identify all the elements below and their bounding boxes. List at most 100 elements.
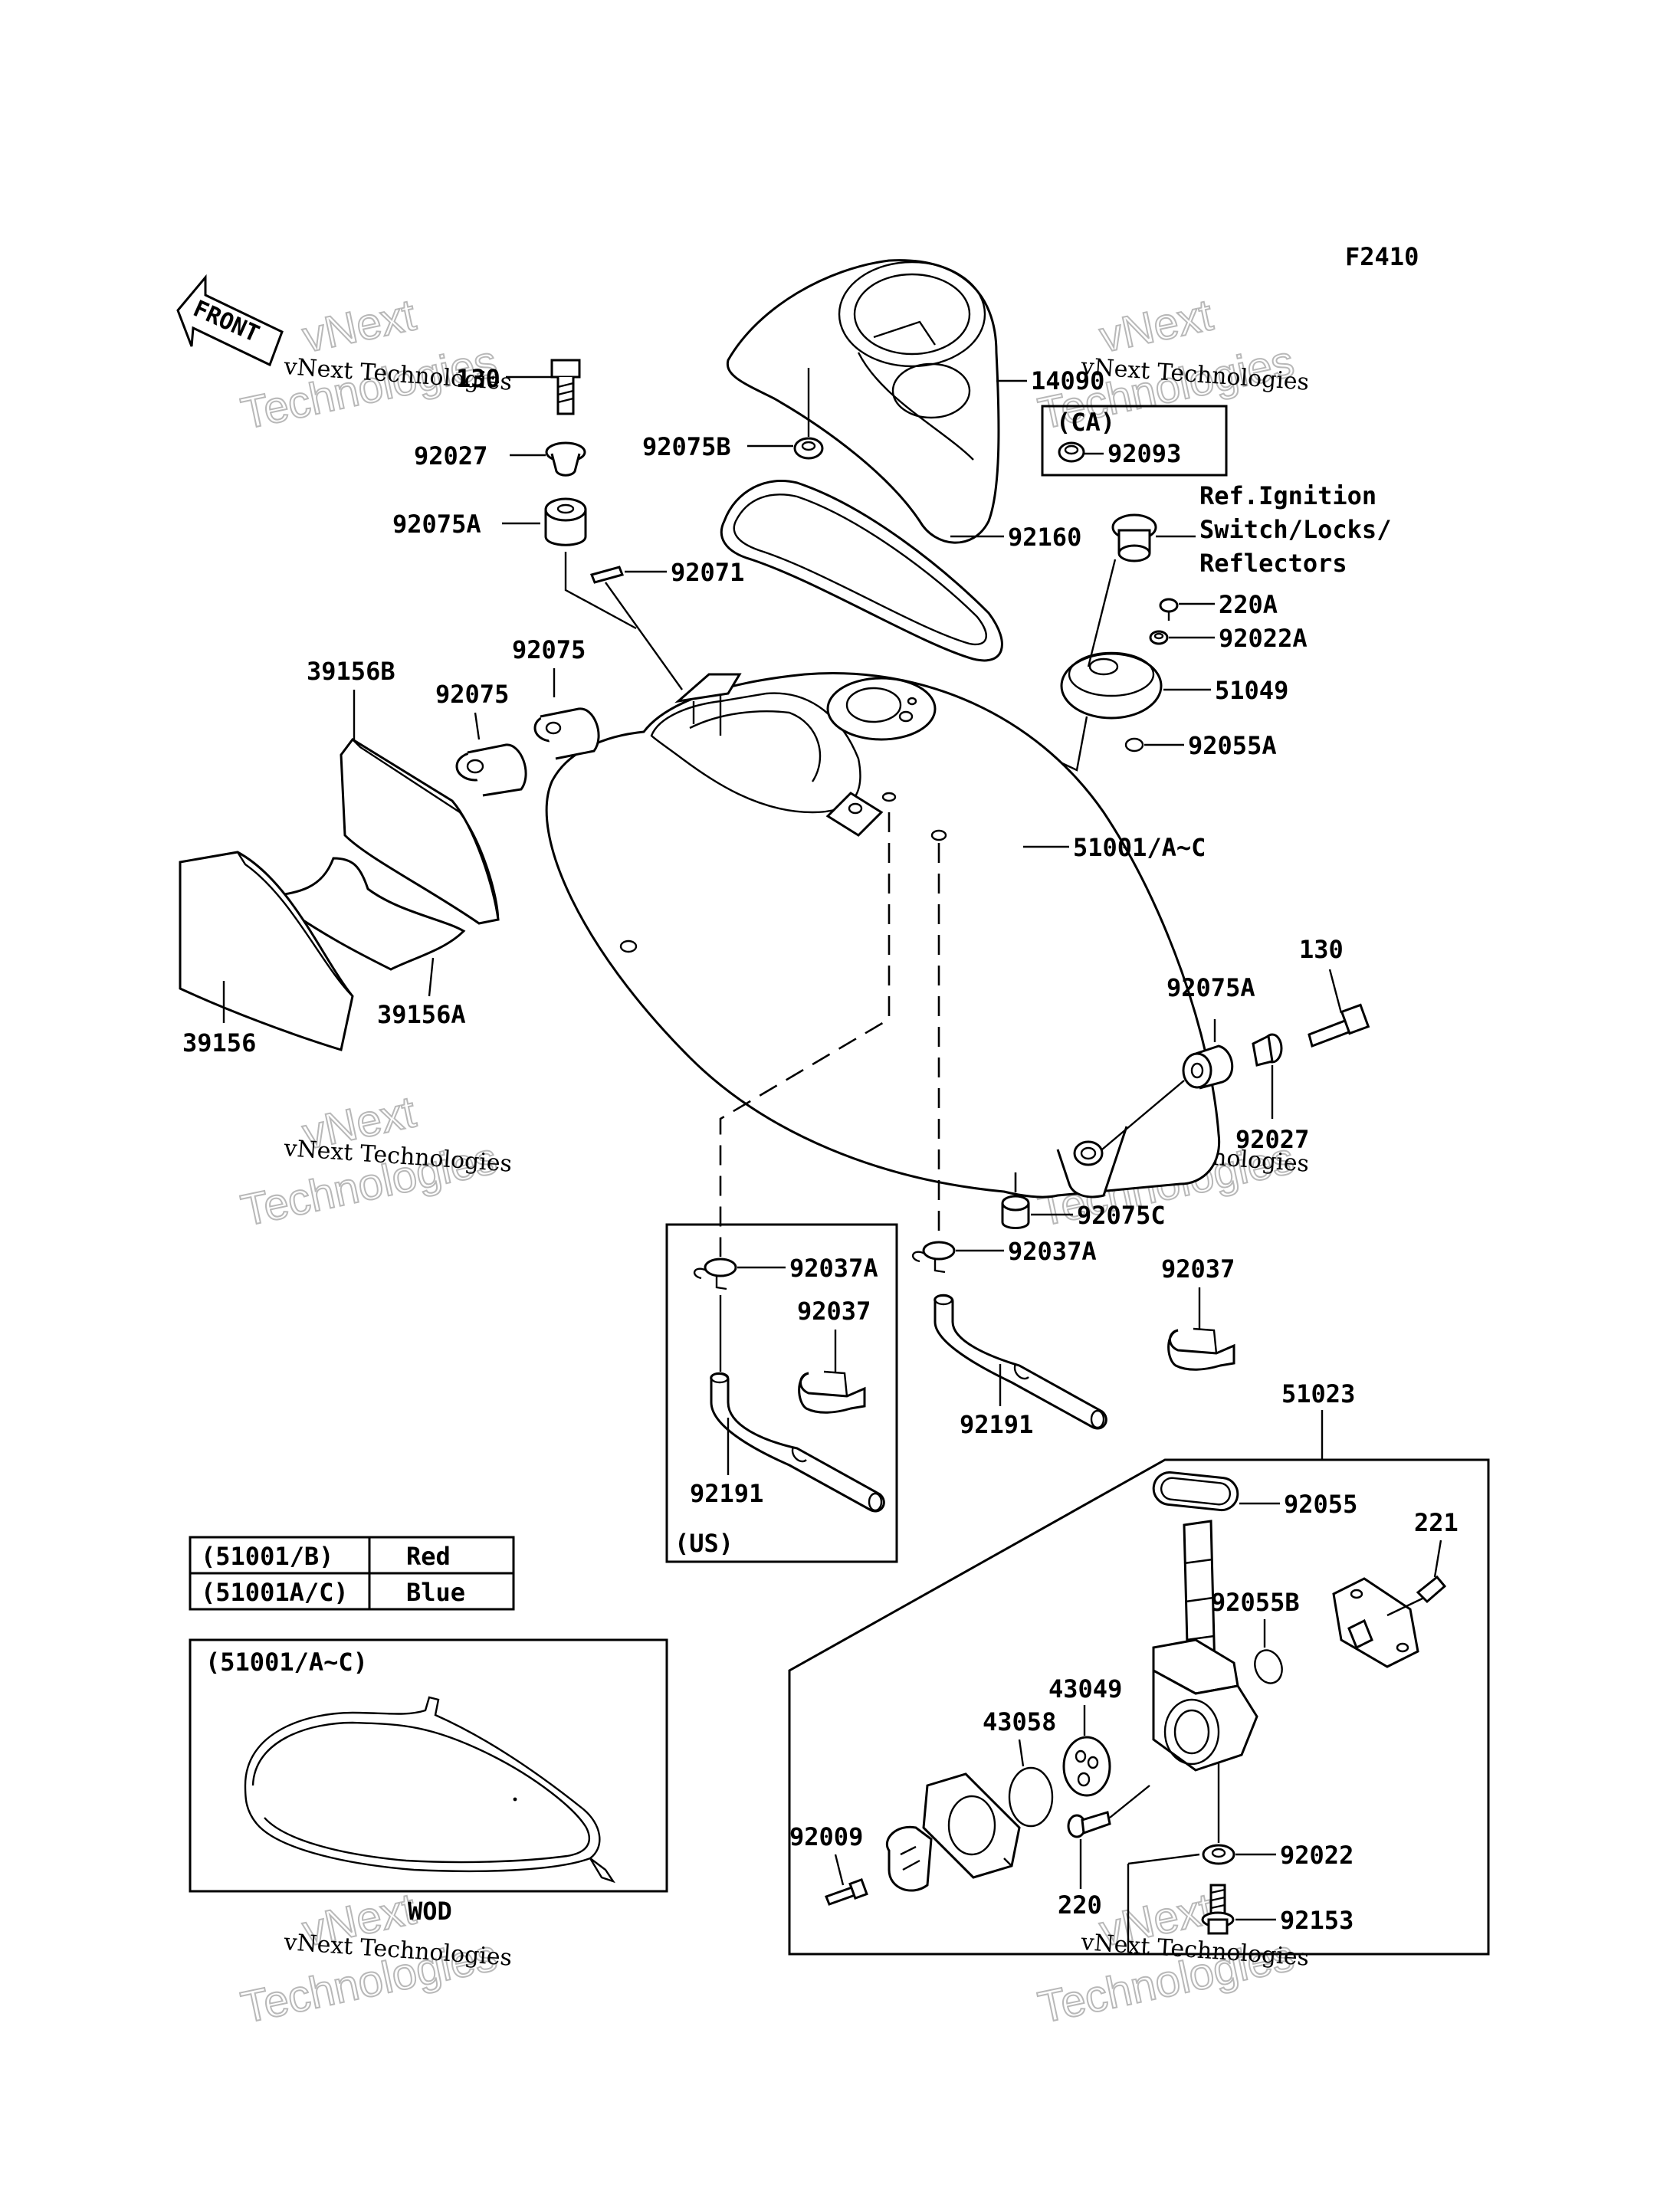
gasket-92055-part (1152, 1471, 1239, 1512)
color-table-code-2: (51001A/C) (201, 1578, 349, 1607)
damper-92075a-right-part (1182, 1044, 1234, 1090)
o-ring-43058-part (1008, 1766, 1054, 1828)
label-92153: 92153 (1280, 1906, 1354, 1935)
label-92027-right: 92027 (1235, 1125, 1309, 1154)
color-table-color-1: Red (406, 1542, 451, 1571)
ref-note-line1: Ref.Ignition (1199, 481, 1376, 510)
us-label: (US) (674, 1529, 733, 1558)
label-51023: 51023 (1281, 1379, 1355, 1408)
clamp-92037a-left-part (693, 1258, 737, 1290)
label-92055a: 92055A (1188, 731, 1277, 760)
label-39156b: 39156B (307, 657, 395, 686)
lever-knob-part (886, 1825, 933, 1892)
label-92027-top: 92027 (414, 441, 487, 471)
label-92037-right: 92037 (1161, 1254, 1235, 1284)
label-92191-right: 92191 (960, 1410, 1033, 1439)
o-ring-92055a-part (1124, 737, 1144, 753)
screw-221-part (1386, 1575, 1447, 1617)
figure-code: F2410 (1345, 242, 1419, 271)
seal-43049-part (1062, 1736, 1111, 1797)
label-92075a-top: 92075A (392, 510, 481, 539)
label-221: 221 (1414, 1508, 1459, 1537)
inset-box (189, 1638, 668, 1893)
label-130-right: 130 (1299, 935, 1344, 964)
fuel-tank-51001-part (545, 672, 1221, 1199)
color-table: (51001/B) Red (51001A/C) Blue (189, 1536, 515, 1611)
label-92075a-right: 92075A (1166, 973, 1255, 1002)
label-92037a-right: 92037A (1008, 1237, 1097, 1266)
label-92160: 92160 (1008, 523, 1081, 552)
screw-220-part (1067, 1811, 1111, 1838)
damper-92075-lower-part (455, 743, 527, 797)
watermark-bottom-left: vNext Technologies vNext Technologies (236, 1883, 513, 2033)
damper-92075-upper-part (533, 707, 600, 760)
watermark-vnext: vNext (1095, 290, 1217, 362)
ref-note-line3: Reflectors (1199, 549, 1347, 578)
collar-92027-right-part (1252, 1033, 1283, 1067)
label-92009: 92009 (789, 1822, 863, 1851)
clamp-92037-left-part (798, 1370, 866, 1414)
ca-box (1041, 405, 1228, 477)
screw-220a-part (1159, 598, 1179, 621)
label-92022a: 92022A (1219, 624, 1308, 653)
label-39156: 39156 (182, 1028, 256, 1058)
nut-92093-part (1058, 441, 1085, 463)
pad-39156a-part (265, 857, 466, 971)
grommet-92075b-part (793, 437, 824, 460)
gasket-92160-part (720, 479, 1003, 662)
lever-plate-part (922, 1772, 1021, 1879)
label-92022: 92022 (1280, 1841, 1354, 1870)
label-220a: 220A (1219, 590, 1278, 619)
label-92191-left: 92191 (690, 1479, 763, 1508)
label-92075-upper: 92075 (512, 635, 586, 664)
ignition-switch-part (1111, 513, 1157, 562)
label-92055b: 92055B (1211, 1588, 1300, 1617)
label-92075c: 92075C (1077, 1201, 1166, 1230)
pad-39156b-part (340, 738, 500, 925)
clip-92071-part (589, 566, 625, 584)
color-table-color-2: Blue (406, 1578, 465, 1607)
color-table-code-1: (51001/B) (201, 1542, 333, 1571)
screw-92009-part (825, 1877, 868, 1906)
o-ring-92055b-part (1254, 1649, 1283, 1684)
watermark-mid-left: vNext Technologies vNext Technologies (236, 1086, 513, 1236)
bolt-92153-part (1201, 1884, 1235, 1935)
label-92037-left: 92037 (797, 1297, 871, 1326)
label-92055: 92055 (1284, 1490, 1357, 1519)
collar-92027-top-part (545, 441, 586, 477)
cover-plate-221-part (1332, 1577, 1419, 1668)
watermark-vnext: vNext (298, 290, 420, 362)
hose-92191-right-part (934, 1294, 1107, 1430)
tank-cap-51049-part (1060, 651, 1163, 720)
label-51001: 51001/A~C (1073, 833, 1206, 862)
label-92075b: 92075B (642, 432, 731, 461)
clamp-92037-right-part (1167, 1327, 1235, 1371)
washer-92022-part (1202, 1844, 1235, 1865)
label-92093: 92093 (1107, 439, 1181, 468)
clamp-92037a-right-part (911, 1241, 956, 1274)
ca-label: (CA) (1056, 408, 1115, 437)
hose-92191-left-part (710, 1372, 885, 1513)
damper-92075a-top-part (544, 497, 587, 546)
bolt-130-right-part (1308, 1003, 1370, 1048)
label-130-top: 130 (456, 364, 500, 393)
ref-note-line2: Switch/Locks/ (1199, 515, 1391, 544)
bolt-130-top-part (550, 359, 581, 415)
label-92071: 92071 (671, 558, 744, 587)
inset-title: (51001/A~C) (205, 1648, 368, 1677)
label-92037a-left: 92037A (789, 1254, 878, 1283)
label-92075-lower: 92075 (435, 680, 509, 709)
washer-92022a-part (1149, 630, 1169, 645)
grommet-92075c-part (1001, 1195, 1030, 1229)
label-220: 220 (1058, 1890, 1102, 1920)
fuel-cock-body-part (1152, 1520, 1258, 1772)
label-51049: 51049 (1215, 676, 1288, 705)
label-39156a: 39156A (377, 1000, 466, 1029)
us-box (665, 1223, 898, 1563)
label-43058: 43058 (983, 1707, 1056, 1736)
front-arrow-icon: FRONT (176, 274, 284, 367)
inset-caption: WOD (408, 1897, 452, 1926)
label-14090: 14090 (1031, 366, 1104, 395)
fuel-cock-box (788, 1458, 1490, 1956)
